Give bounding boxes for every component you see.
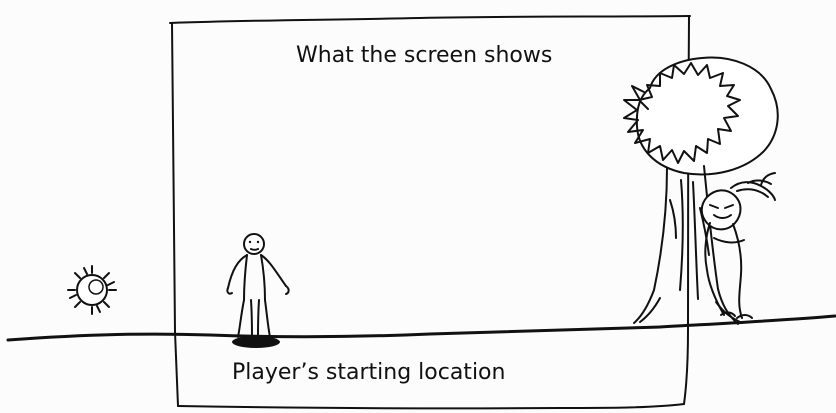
ground-line	[8, 316, 835, 340]
stick-figure-icon	[227, 234, 288, 337]
screen-frame	[170, 16, 690, 408]
screen-label: What the screen shows	[296, 45, 552, 67]
sun-icon	[68, 266, 116, 314]
starting-location-label: Player’s starting location	[232, 362, 505, 384]
player-shadow	[232, 336, 280, 348]
